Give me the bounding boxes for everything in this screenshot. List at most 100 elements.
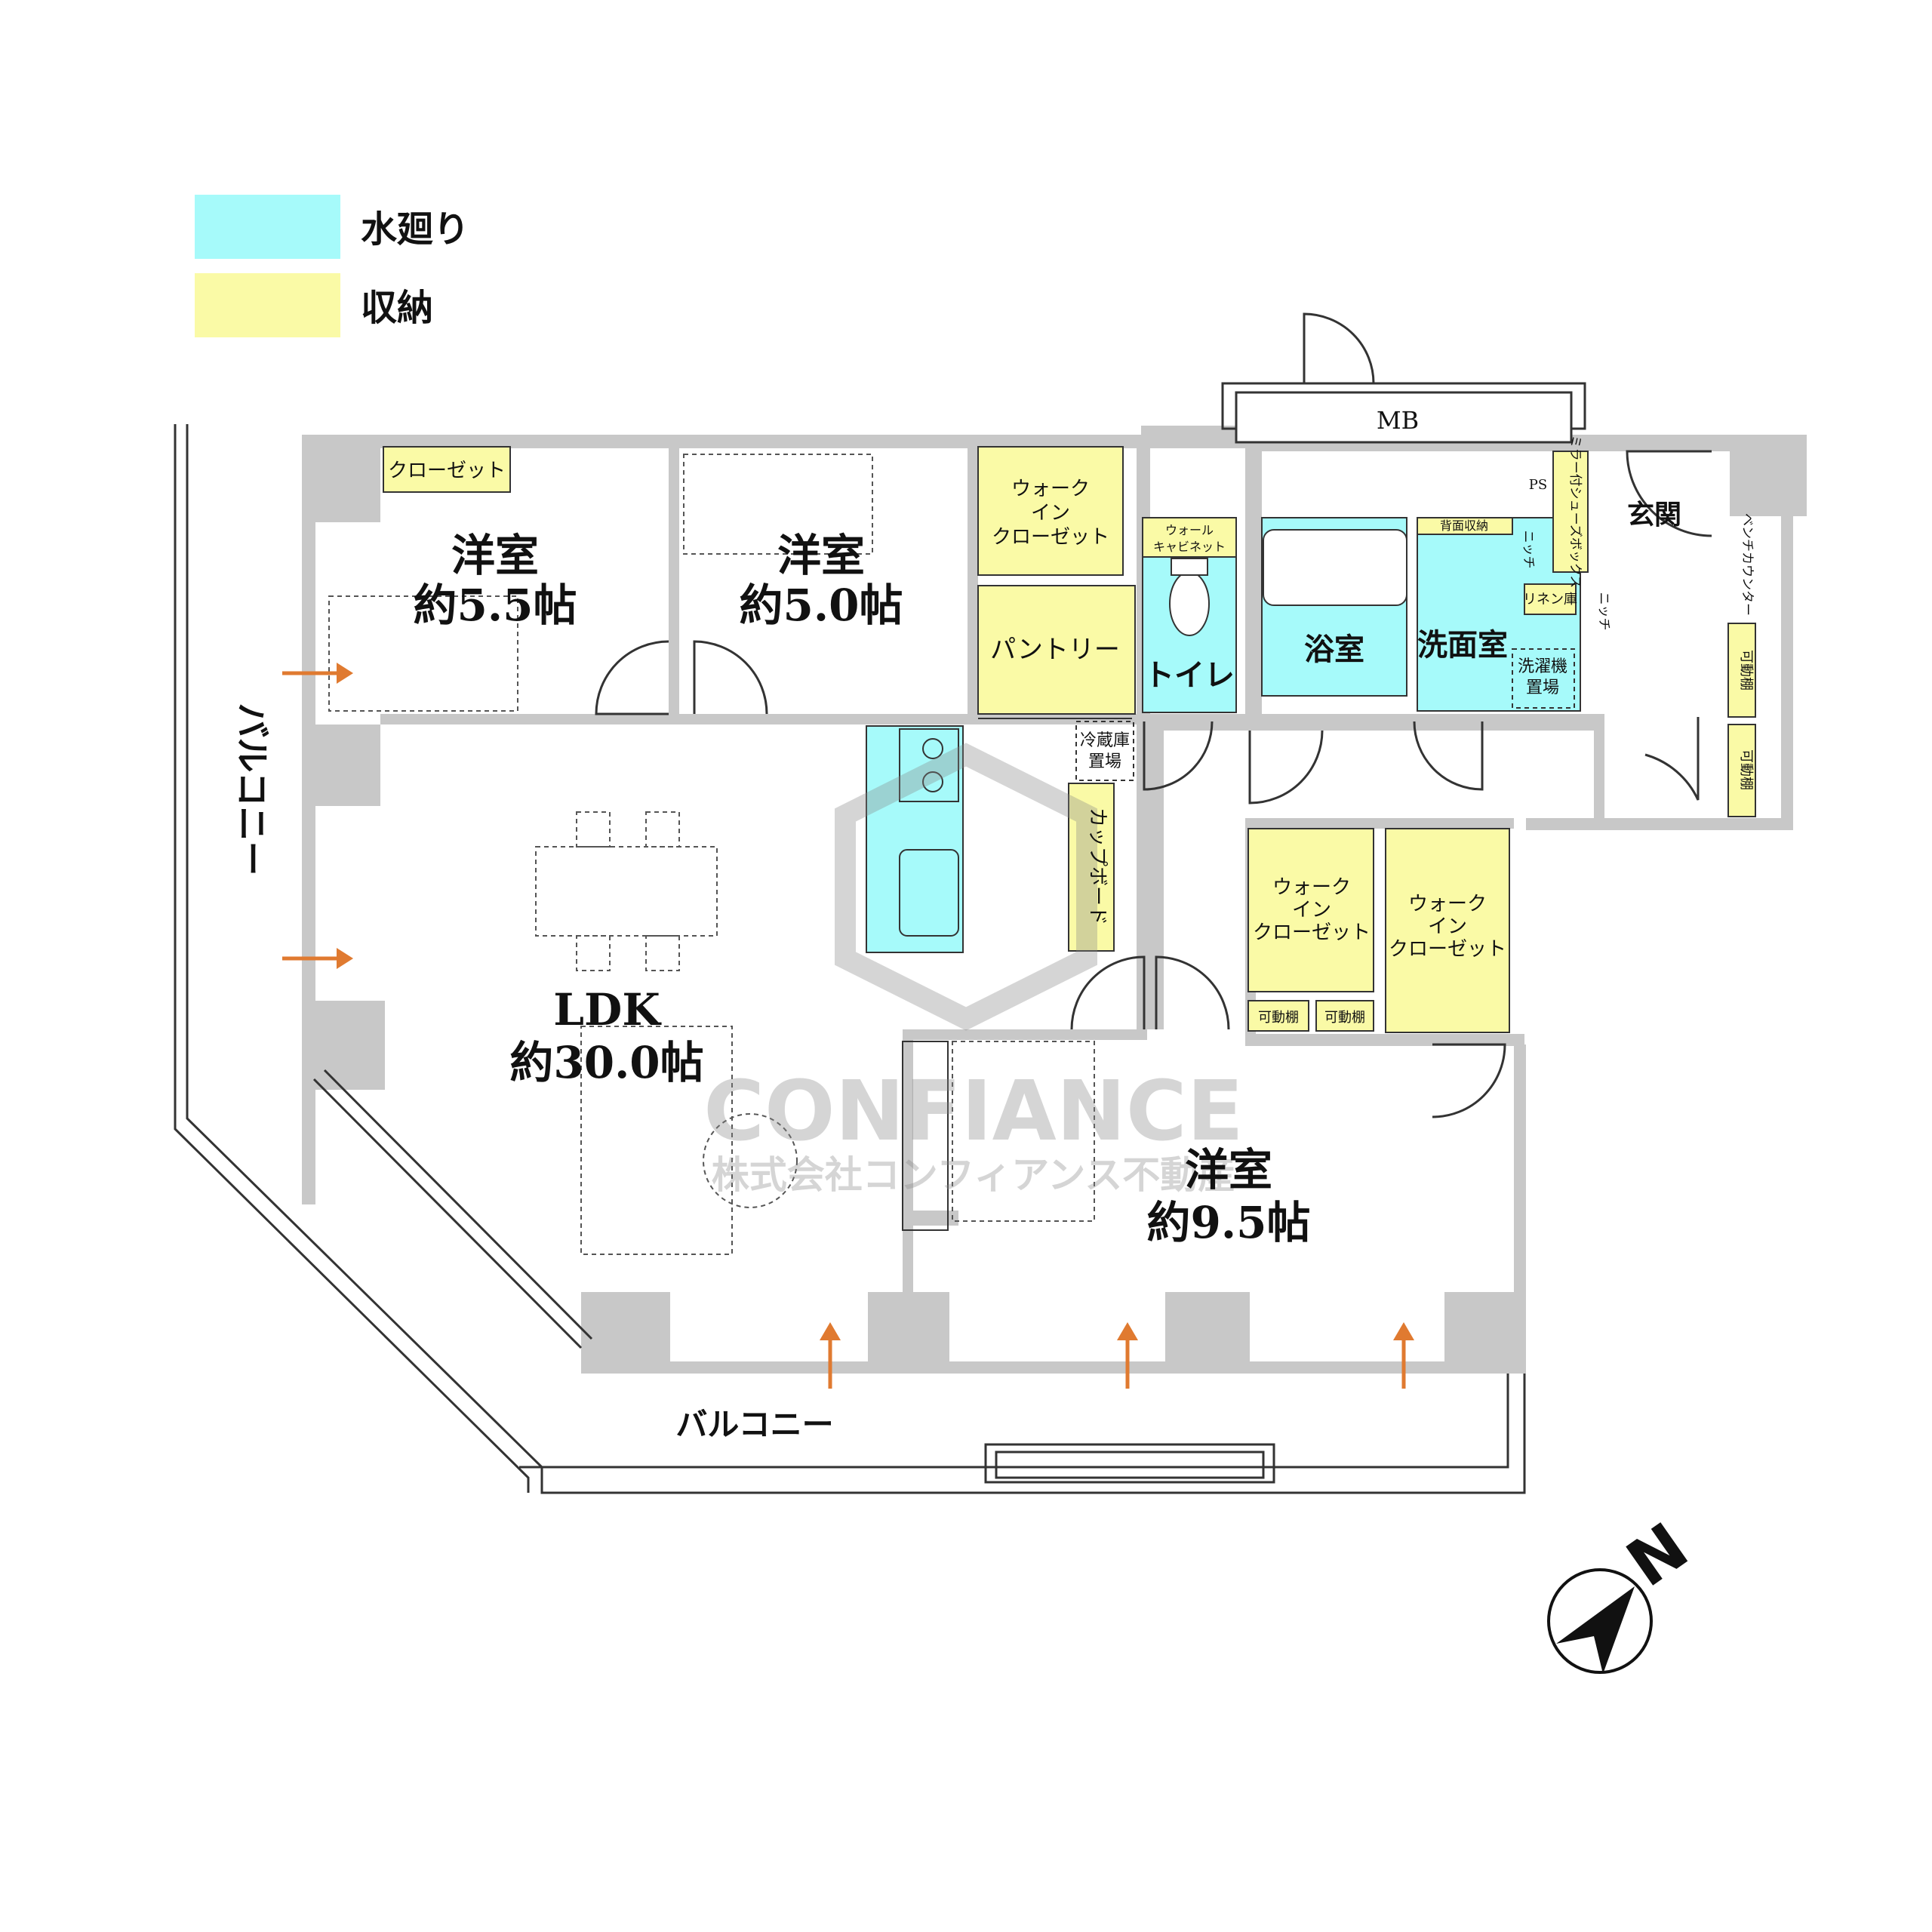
cupboard-label: カップボード — [1086, 808, 1109, 925]
room-western1-name: 洋室 — [451, 530, 539, 581]
room-entrance-label: 玄関 — [1627, 499, 1681, 531]
linen-label: リネン庫 — [1523, 592, 1577, 608]
balcony-south-label: バルコニー — [675, 1406, 833, 1443]
washer-line2: 置場 — [1526, 678, 1559, 697]
legend-storage-swatch — [195, 273, 340, 337]
bench-label: ベンチカウンター — [1740, 513, 1755, 616]
room-bath-label: 浴室 — [1304, 632, 1364, 667]
storage-labels: クローゼット ウォーク イン クローゼット パントリー ウォール キャビネット … — [388, 435, 1755, 1026]
closet-area — [383, 446, 511, 493]
wic2-line3: クローゼット — [1253, 921, 1371, 944]
balcony-outline — [174, 424, 1526, 1494]
mb-box: MB — [1221, 312, 1586, 444]
room-ldk-size: 約30.0帖 — [509, 1037, 703, 1088]
wic2-line2: イン — [1292, 899, 1331, 921]
walls — [302, 426, 1807, 1374]
wall-cabinet-line2: キャビネット — [1153, 540, 1226, 554]
room-western3-size: 約9.5帖 — [1147, 1197, 1311, 1248]
shelf-c-area — [1247, 1000, 1309, 1032]
legend-water-label: 水廻り — [361, 208, 469, 251]
vent-arrow-south-3 — [1393, 1322, 1414, 1389]
toilet-tank — [1171, 558, 1208, 576]
washer-line1: 洗濯機 — [1518, 657, 1567, 676]
chair-1 — [576, 811, 611, 848]
room-washroom-label: 洗面室 — [1417, 627, 1508, 663]
chair-3 — [576, 935, 611, 971]
wic1-line3: クローゼット — [992, 526, 1109, 549]
linen-area — [1524, 583, 1577, 615]
shelf-c-label: 可動棚 — [1258, 1010, 1299, 1026]
watermark-company: 株式会社コンフィアンス不動産 — [712, 1153, 1236, 1197]
wall-cabinet-area — [1142, 517, 1237, 558]
furniture — [328, 454, 1095, 1255]
fridge-line1: 冷蔵庫 — [1080, 731, 1130, 750]
dining-table — [535, 846, 718, 937]
niche2-label: ニッチ — [1596, 592, 1611, 631]
mb-label: MB — [1377, 406, 1419, 435]
desk-2 — [683, 454, 873, 555]
room-western3-name: 洋室 — [1185, 1144, 1272, 1195]
burner-2 — [922, 771, 943, 792]
shelf-d-label: 可動棚 — [1324, 1010, 1365, 1026]
vent-arrow-west-1 — [282, 663, 353, 684]
shoebox-area — [1552, 451, 1589, 573]
vent-arrows — [282, 663, 1414, 1389]
tv-board — [902, 1041, 949, 1231]
sink — [899, 849, 959, 937]
ps-label: PS — [1529, 477, 1547, 493]
balcony-west-label: バルコニー — [232, 703, 272, 875]
bed — [952, 1041, 1095, 1222]
shelf-d-area — [1315, 1000, 1374, 1032]
wic3-line3: クローゼット — [1389, 938, 1506, 961]
room-western2-name: 洋室 — [777, 530, 865, 581]
compass-needle-icon — [1556, 1586, 1635, 1674]
sofa — [580, 1026, 733, 1255]
fridge-line2: 置場 — [1088, 752, 1121, 771]
dashed-places — [1075, 648, 1575, 781]
vent-arrow-west-2 — [282, 948, 353, 969]
wic1-line2: イン — [1031, 502, 1070, 525]
shelf-b-area — [1727, 724, 1756, 817]
legend-storage-label: 収納 — [361, 287, 433, 329]
washer-place — [1512, 648, 1575, 709]
room-labels: 洋室 約5.5帖 洋室 約5.0帖 LDK 約30.0帖 洋室 約9.5帖 トイ… — [414, 499, 1681, 1248]
shelf-a-label: 可動棚 — [1738, 650, 1754, 691]
wic3-line2: イン — [1428, 915, 1467, 938]
wic1-area — [977, 446, 1124, 576]
cupboard-area — [1068, 783, 1115, 952]
shelf-a-area — [1727, 623, 1756, 718]
vent-arrow-south-2 — [1117, 1322, 1138, 1389]
fridge-place — [1075, 721, 1134, 781]
angled-window — [312, 1069, 593, 1349]
pantry-label: パントリー — [990, 635, 1120, 665]
chair-4 — [645, 935, 680, 971]
room-western1-size: 約5.5帖 — [414, 580, 577, 631]
wall-cabinet-line1: ウォール — [1165, 523, 1214, 537]
bathtub — [1263, 529, 1407, 606]
wic2-area — [1247, 828, 1374, 992]
balcony-labels: バルコニー バルコニー — [232, 703, 834, 1443]
legend-water-swatch — [195, 195, 340, 259]
watermark-brand: CONFIANCE — [703, 1063, 1243, 1159]
back-storage-label: 背面収納 — [1440, 518, 1488, 533]
wic1-line1: ウォーク — [1011, 478, 1090, 500]
shelf-b-label: 可動棚 — [1738, 749, 1754, 790]
compass: N — [1547, 1509, 1702, 1674]
closet-label: クローゼット — [388, 460, 506, 482]
wic2-line1: ウォーク — [1272, 876, 1351, 899]
watermark: CONFIANCE 株式会社コンフィアンス不動産 — [703, 743, 1244, 1197]
doors — [595, 450, 1712, 1118]
legend: 水廻り 収納 — [195, 195, 469, 337]
room-western2-size: 約5.0帖 — [740, 580, 903, 631]
cooktop — [899, 728, 959, 802]
desk-1 — [328, 595, 518, 712]
round-table — [703, 1113, 798, 1208]
back-storage-area — [1417, 517, 1513, 535]
watermark-logo — [835, 743, 1097, 1031]
wic3-area — [1385, 828, 1510, 1033]
room-toilet-label: トイレ — [1144, 657, 1235, 693]
burner-1 — [922, 738, 943, 759]
wic3-line1: ウォーク — [1408, 893, 1487, 915]
room-ldk-name: LDK — [553, 984, 662, 1035]
